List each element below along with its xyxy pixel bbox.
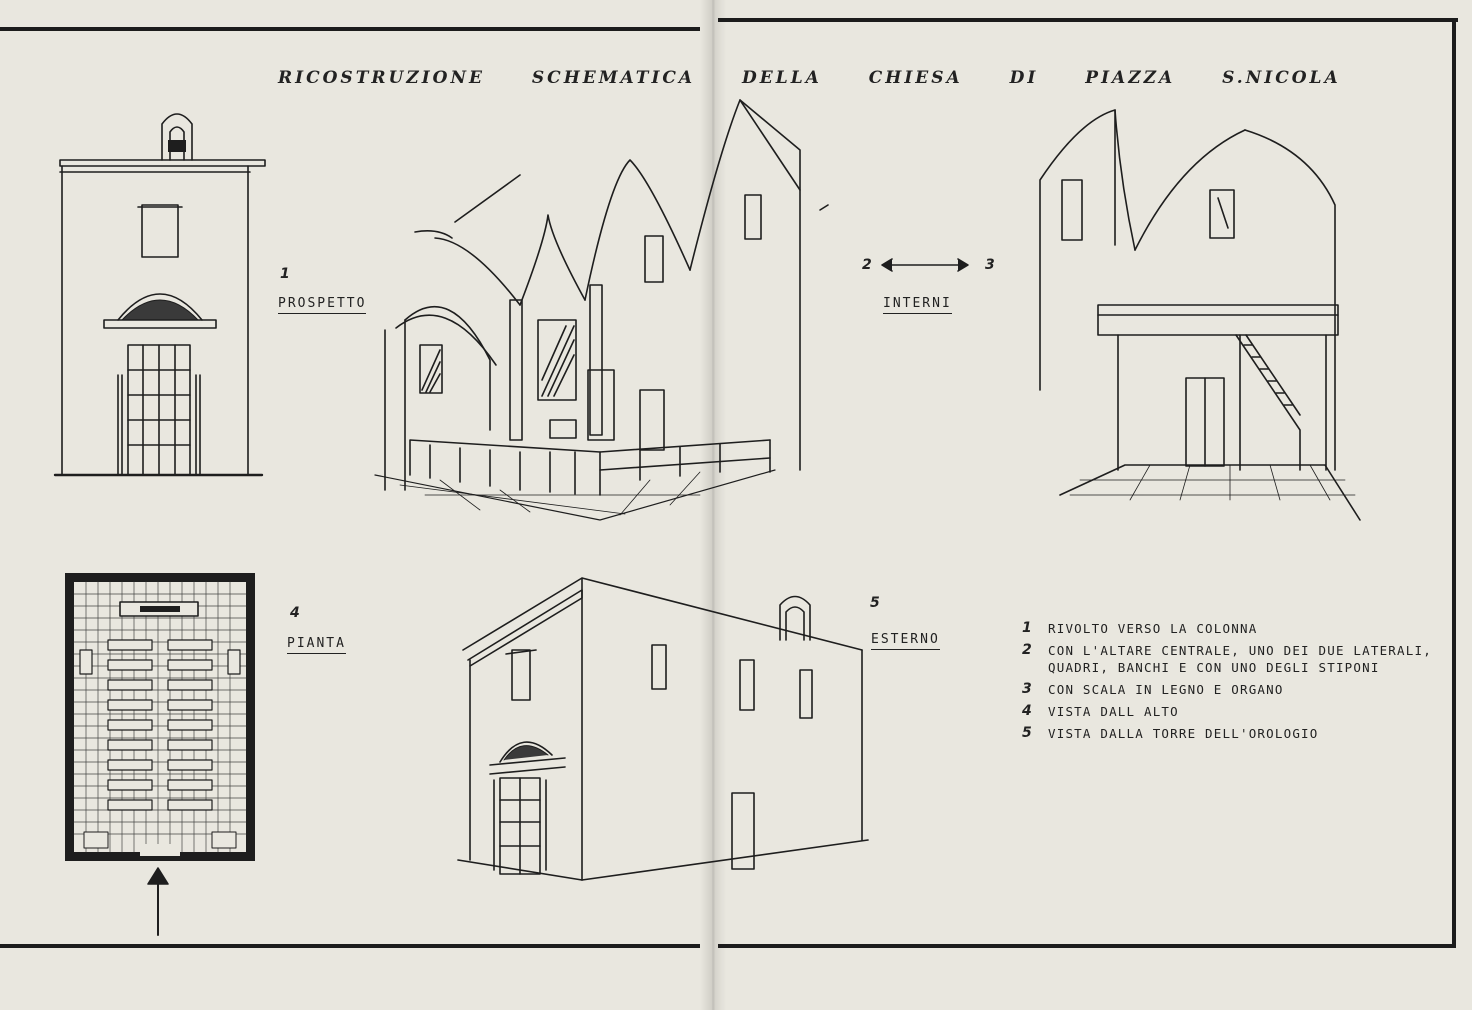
view-2-number: 2	[862, 257, 872, 273]
view-3-number: 3	[985, 257, 995, 273]
interior-staircase-drawing	[1040, 110, 1360, 520]
view-5-label: ESTERNO	[871, 632, 940, 650]
view-1-number: 1	[280, 266, 290, 282]
title-word: PIAZZA	[1085, 68, 1176, 88]
legend-number: 4	[1022, 703, 1033, 719]
exterior-perspective-drawing	[458, 578, 868, 880]
legend-item: 3 CON SCALA IN LEGNO E ORGANO	[1022, 681, 1452, 698]
top-border-left	[0, 27, 700, 31]
interior-altar-drawing	[375, 100, 828, 520]
double-arrow-icon	[882, 259, 968, 271]
view-4-label: PIANTA	[287, 636, 346, 654]
view-4-number: 4	[290, 605, 300, 621]
legend-item: 2 CON L'ALTARE CENTRALE, UNO DEI DUE LATE…	[1022, 642, 1452, 676]
legend-number: 3	[1022, 681, 1033, 697]
title-word: SCHEMATICA	[531, 68, 696, 88]
legend-number: 2	[1022, 642, 1033, 658]
legend-text: VISTA DALL ALTO	[1048, 704, 1179, 719]
legend-text: RIVOLTO VERSO LA COLONNA	[1048, 621, 1258, 636]
legend-item: 1 RIVOLTO VERSO LA COLONNA	[1022, 620, 1452, 637]
page-title: RICOSTRUZIONE SCHEMATICA DELLA CHIESA DI…	[278, 68, 1338, 88]
title-word: S.NICOLA	[1222, 68, 1341, 88]
top-border-right	[718, 18, 1458, 22]
legend-item: 5 VISTA DALLA TORRE DELL'OROLOGIO	[1022, 725, 1452, 742]
view-1-label: PROSPETTO	[278, 296, 367, 314]
legend-text: CON L'ALTARE CENTRALE, UNO DEI DUE LATER…	[1048, 643, 1432, 675]
view-23-label: INTERNI	[883, 296, 952, 314]
legend-item: 4 VISTA DALL ALTO	[1022, 703, 1452, 720]
title-word: DI	[1009, 68, 1039, 88]
legend-number: 5	[1022, 725, 1033, 741]
legend-text: CON SCALA IN LEGNO E ORGANO	[1048, 682, 1284, 697]
right-page	[712, 0, 1472, 1010]
title-word: CHIESA	[868, 68, 963, 88]
legend-number: 1	[1022, 620, 1033, 636]
legend: 1 RIVOLTO VERSO LA COLONNA 2 CON L'ALTARE …	[1022, 620, 1452, 747]
bottom-border-left	[0, 944, 700, 948]
floor-plan-drawing	[65, 573, 255, 935]
view-5-number: 5	[870, 595, 880, 611]
bottom-border-right	[718, 944, 1456, 948]
title-word: RICOSTRUZIONE	[278, 68, 485, 88]
facade-elevation-drawing	[55, 114, 265, 475]
right-border	[1452, 18, 1456, 948]
legend-text: VISTA DALLA TORRE DELL'OROLOGIO	[1048, 726, 1319, 741]
title-word: DELLA	[742, 68, 822, 88]
